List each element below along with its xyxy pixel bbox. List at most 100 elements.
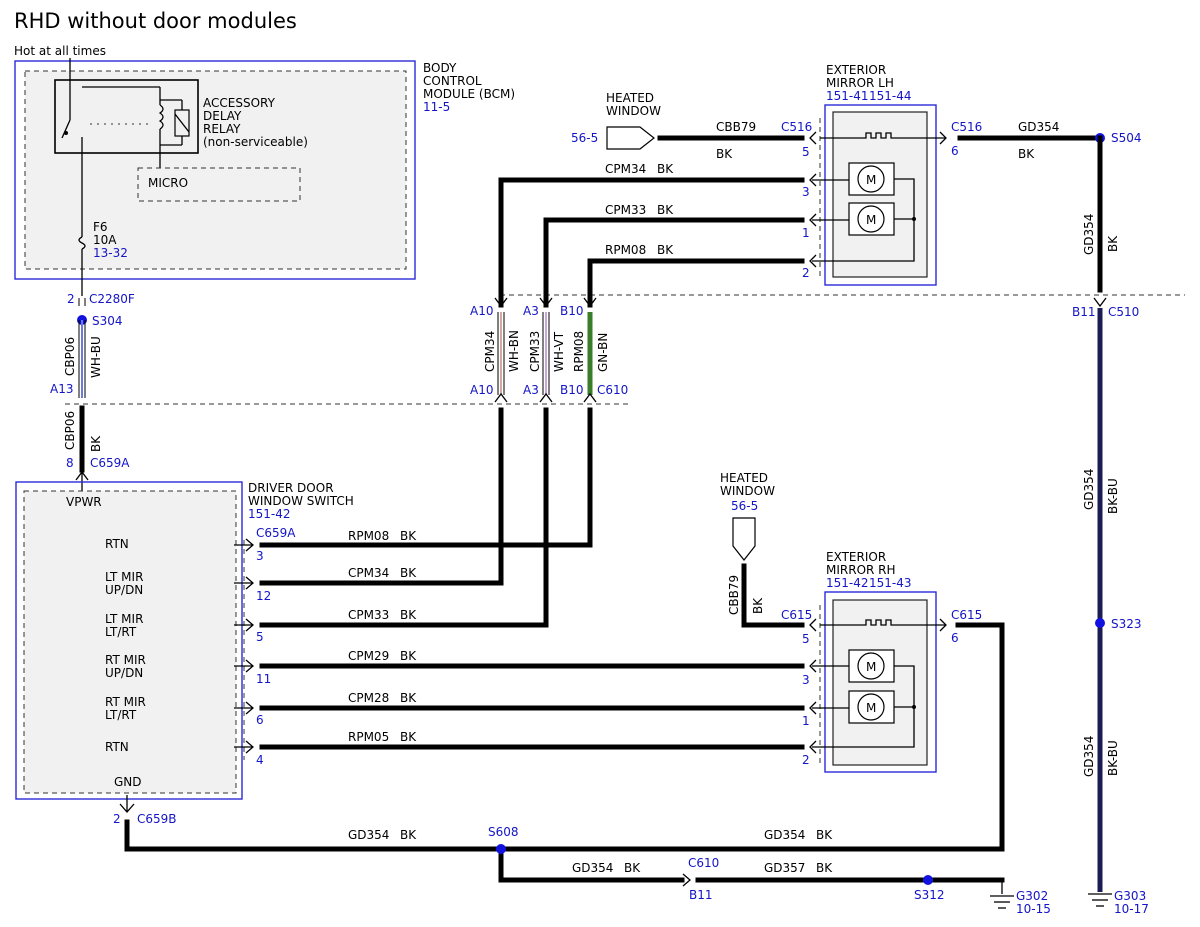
mirror-rh-motor-1-label: M bbox=[866, 660, 876, 674]
mirror-rh-pin-2: 2 bbox=[802, 753, 810, 767]
heated-window-lh-ref-link[interactable]: 56-5 bbox=[571, 131, 598, 145]
s504-label[interactable]: S504 bbox=[1111, 131, 1142, 145]
switch-wire-cpm33-circuit: CPM33 bbox=[348, 608, 389, 622]
mirror-lh-pin-5: 5 bbox=[802, 145, 810, 159]
exterior-mirror-rh[interactable] bbox=[809, 591, 947, 773]
c610-pin-a10-bottom: A10 bbox=[470, 383, 493, 397]
mirror-rh-c615-left[interactable]: C615 bbox=[781, 608, 812, 622]
mirror-lh-ref-2-link[interactable]: 151-44 bbox=[869, 89, 912, 103]
mirror-lh-label-1: EXTERIOR bbox=[826, 63, 886, 77]
mirror-rh-pin-5: 5 bbox=[802, 632, 810, 646]
fn-rt-mir-updn-2: UP/DN bbox=[105, 666, 143, 680]
switch-wire-cpm34-color: BK bbox=[400, 566, 417, 580]
c659a-top-label[interactable]: C659A bbox=[90, 456, 130, 470]
switch-wire-cpm28-color: BK bbox=[400, 691, 417, 705]
lh-wire-rpm08-color: BK bbox=[657, 243, 674, 257]
fuse-f6 bbox=[78, 225, 86, 296]
mirror-lh-pin-2: 2 bbox=[802, 266, 810, 280]
gd354-vert-mid-color: BK-BU bbox=[1106, 478, 1120, 514]
g302-ref-link[interactable]: 10-15 bbox=[1016, 902, 1051, 916]
s323-label[interactable]: S323 bbox=[1111, 617, 1142, 631]
c659b-label[interactable]: C659B bbox=[137, 812, 177, 826]
c610-pin-a3-bottom: A3 bbox=[523, 383, 539, 397]
pin-c659a-5: 5 bbox=[256, 630, 264, 644]
c2280f-label[interactable]: C2280F bbox=[89, 292, 135, 306]
heated-window-rh-ref-link[interactable]: 56-5 bbox=[731, 499, 758, 513]
s608-splice[interactable] bbox=[496, 844, 506, 854]
relay-label-4: (non-serviceable) bbox=[203, 135, 308, 149]
pin-c659a-3: 3 bbox=[256, 549, 264, 563]
mirror-lh-c516-right[interactable]: C516 bbox=[951, 120, 982, 134]
driver-switch-label-1: DRIVER DOOR bbox=[248, 481, 334, 495]
switch-wire-cpm33-color: BK bbox=[400, 608, 417, 622]
mirror-lh-motor-1-label: M bbox=[866, 173, 876, 187]
mirror-rh-ref-2-link[interactable]: 151-43 bbox=[869, 576, 912, 590]
mirror-rh-label-2: MIRROR RH bbox=[826, 563, 896, 577]
s304-label[interactable]: S304 bbox=[92, 314, 123, 328]
a13-pin: A13 bbox=[50, 382, 73, 396]
heated-window-rh-connector[interactable] bbox=[732, 517, 756, 561]
switch-wire-rpm05-circuit: RPM05 bbox=[348, 730, 389, 744]
c610-ground-pin: B11 bbox=[689, 888, 713, 902]
relay-label-2: DELAY bbox=[203, 109, 242, 123]
c610-pin-a10-top: A10 bbox=[470, 304, 493, 318]
driver-switch-label-2: WINDOW SWITCH bbox=[248, 494, 354, 508]
g302-label[interactable]: G302 bbox=[1016, 889, 1048, 903]
switch-wire-cpm28-circuit: CPM28 bbox=[348, 691, 389, 705]
mirror-rh-pin-1: 1 bbox=[802, 714, 810, 728]
heated-window-lh-connector[interactable] bbox=[606, 126, 655, 150]
s312-splice[interactable] bbox=[923, 875, 933, 885]
gnd-wire-3-color: BK bbox=[624, 861, 641, 875]
cbp06-upper-color: WH-BU bbox=[89, 336, 103, 378]
bcm-module[interactable] bbox=[14, 60, 416, 280]
heated-window-rh-label-2: WINDOW bbox=[720, 484, 775, 498]
mirror-rh-motor-2-label: M bbox=[866, 701, 876, 715]
fn-rt-mir-ltrt-2: LT/RT bbox=[105, 708, 137, 722]
mirror-lh-ref-1-link[interactable]: 151-41 bbox=[826, 89, 869, 103]
lh-wire-cpm33-circuit: CPM33 bbox=[605, 203, 646, 217]
mirror-lh-pin-1: 1 bbox=[802, 226, 810, 240]
g303-ref-link[interactable]: 10-17 bbox=[1114, 902, 1149, 916]
g303-label[interactable]: G303 bbox=[1114, 889, 1146, 903]
bcm-ref-link[interactable]: 11-5 bbox=[423, 100, 450, 114]
exterior-mirror-lh[interactable] bbox=[809, 104, 947, 286]
fn-lt-mir-ltrt-1: LT MIR bbox=[105, 612, 143, 626]
bcm-label-2: CONTROL bbox=[423, 74, 482, 88]
pin-c659a-6: 6 bbox=[256, 713, 264, 727]
c610-wire-rpm08-circuit: RPM08 bbox=[572, 331, 586, 372]
bcm-label-1: BODY bbox=[423, 61, 457, 75]
vpwr-label: VPWR bbox=[66, 495, 102, 509]
c610-label[interactable]: C610 bbox=[597, 383, 628, 397]
mirror-rh-ref-1-link[interactable]: 151-42 bbox=[826, 576, 869, 590]
driver-door-window-switch[interactable] bbox=[15, 481, 243, 800]
mirror-lh-c516-left[interactable]: C516 bbox=[781, 120, 812, 134]
fuse-ref-link[interactable]: 13-32 bbox=[93, 246, 128, 260]
switch-wire-rpm08-color: BK bbox=[400, 529, 417, 543]
s312-label[interactable]: S312 bbox=[914, 888, 945, 902]
page-title: RHD without door modules bbox=[14, 9, 297, 33]
s608-label[interactable]: S608 bbox=[488, 825, 519, 839]
c510-label[interactable]: C510 bbox=[1108, 305, 1139, 319]
gnd-wire-2-circuit: GD354 bbox=[764, 828, 805, 842]
relay-label-3: RELAY bbox=[203, 122, 241, 136]
fuse-name: F6 bbox=[93, 220, 108, 234]
switch-wire-cpm34-circuit: CPM34 bbox=[348, 566, 389, 580]
pin-c659a-4: 4 bbox=[256, 753, 264, 767]
driver-switch-ref-link[interactable]: 151-42 bbox=[248, 507, 291, 521]
gd354-vert-upper-circuit: GD354 bbox=[1082, 214, 1096, 255]
c510-pin: B11 bbox=[1072, 305, 1096, 319]
cbp06-lower-circuit: CBP06 bbox=[63, 411, 77, 450]
gd354-vert-upper-color: BK bbox=[1106, 235, 1120, 252]
c610-pin-a3-top: A3 bbox=[523, 304, 539, 318]
fn-rtn-1: RTN bbox=[105, 537, 129, 551]
cbp06-upper-circuit: CBP06 bbox=[63, 337, 77, 376]
c610-ground-label[interactable]: C610 bbox=[688, 856, 719, 870]
c610-pin-b10-top: B10 bbox=[560, 304, 584, 318]
cbb79-rh-color: BK bbox=[751, 597, 765, 614]
gnd-wire-1-color: BK bbox=[400, 828, 417, 842]
mirror-rh-c615-right[interactable]: C615 bbox=[951, 608, 982, 622]
s323-splice[interactable] bbox=[1095, 618, 1105, 628]
c659a-label[interactable]: C659A bbox=[256, 526, 296, 540]
fn-lt-mir-updn-1: LT MIR bbox=[105, 570, 143, 584]
pin-c659a-11: 11 bbox=[256, 672, 271, 686]
